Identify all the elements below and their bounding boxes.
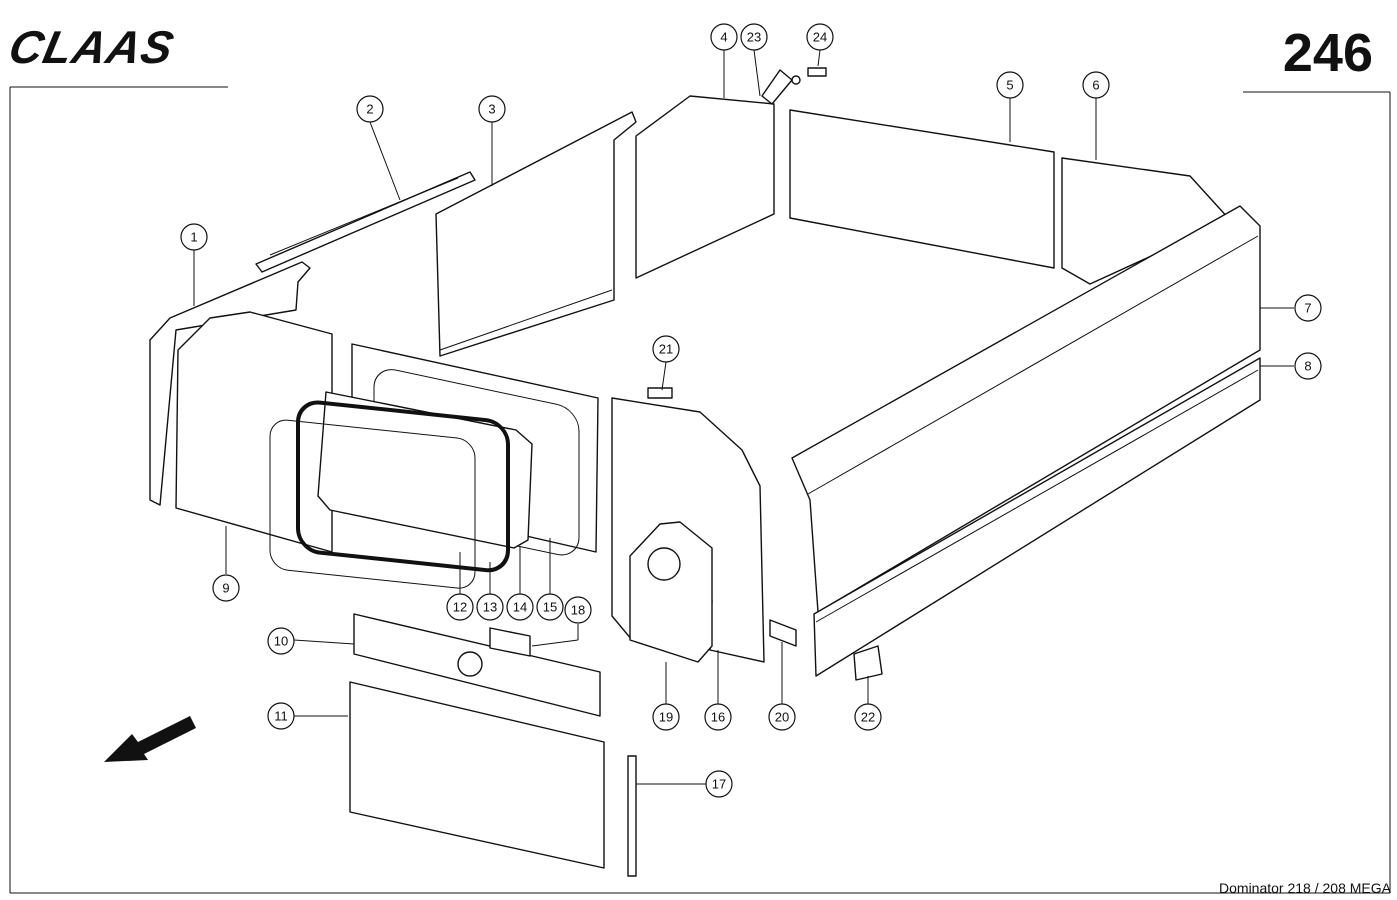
part-12-glass bbox=[269, 419, 476, 589]
part-7-fold bbox=[807, 235, 1259, 495]
svg-text:12: 12 bbox=[453, 600, 467, 615]
callout-7: 7 bbox=[1294, 294, 1322, 322]
part-3-panel bbox=[435, 111, 637, 357]
callout-24: 24 bbox=[806, 23, 834, 51]
svg-text:17: 17 bbox=[712, 777, 726, 792]
callout-19: 19 bbox=[652, 703, 680, 731]
callout-5: 5 bbox=[996, 71, 1024, 99]
part-24-washer bbox=[791, 75, 801, 85]
svg-text:18: 18 bbox=[571, 603, 585, 618]
svg-text:1: 1 bbox=[190, 230, 197, 245]
callout-18: 18 bbox=[564, 596, 592, 624]
callout-10: 10 bbox=[267, 627, 295, 655]
callout-3: 3 bbox=[478, 95, 506, 123]
svg-text:19: 19 bbox=[659, 710, 673, 725]
svg-text:16: 16 bbox=[711, 710, 725, 725]
callout-1: 1 bbox=[180, 223, 208, 251]
svg-text:9: 9 bbox=[222, 581, 229, 596]
leader-lines bbox=[193, 49, 1294, 785]
callout-17: 17 bbox=[705, 770, 733, 798]
part-20-bracket bbox=[769, 619, 797, 647]
callout-15: 15 bbox=[536, 593, 564, 621]
direction-arrow-icon bbox=[104, 716, 196, 762]
part-11-panel bbox=[349, 681, 605, 869]
svg-text:15: 15 bbox=[543, 600, 557, 615]
part-24-bolt bbox=[807, 67, 827, 77]
part-9-panel bbox=[175, 311, 333, 553]
callout-8: 8 bbox=[1294, 352, 1322, 380]
part-18-plate bbox=[489, 627, 531, 657]
svg-text:2: 2 bbox=[366, 102, 373, 117]
part-22-label bbox=[853, 645, 883, 681]
callout-9: 9 bbox=[212, 574, 240, 602]
svg-text:3: 3 bbox=[488, 102, 495, 117]
part-19-hole bbox=[647, 547, 681, 581]
part-23-hinge bbox=[761, 69, 793, 105]
svg-text:6: 6 bbox=[1092, 78, 1099, 93]
part-14-glass bbox=[317, 391, 533, 549]
callout-16: 16 bbox=[704, 703, 732, 731]
part-13-seal bbox=[296, 400, 510, 573]
model-label: Dominator 218 / 208 MEGA bbox=[1219, 880, 1391, 896]
part-21-cap bbox=[647, 387, 673, 399]
svg-text:21: 21 bbox=[659, 342, 673, 357]
callout-20: 20 bbox=[768, 703, 796, 731]
svg-text:20: 20 bbox=[775, 710, 789, 725]
svg-text:8: 8 bbox=[1304, 359, 1311, 374]
callout-11: 11 bbox=[267, 702, 295, 730]
part-8-rail bbox=[813, 357, 1261, 677]
callout-2: 2 bbox=[356, 95, 384, 123]
callout-6: 6 bbox=[1082, 71, 1110, 99]
callout-12: 12 bbox=[446, 593, 474, 621]
svg-text:22: 22 bbox=[861, 710, 875, 725]
svg-text:5: 5 bbox=[1006, 78, 1013, 93]
callout-22: 22 bbox=[854, 703, 882, 731]
svg-text:4: 4 bbox=[720, 30, 727, 45]
part-17-strip bbox=[627, 755, 637, 877]
callout-13: 13 bbox=[476, 593, 504, 621]
part-19-plate bbox=[629, 521, 713, 663]
svg-text:23: 23 bbox=[747, 30, 761, 45]
part-2-edge bbox=[269, 177, 459, 256]
svg-text:11: 11 bbox=[274, 709, 288, 724]
part-10-clip bbox=[457, 651, 483, 677]
svg-text:24: 24 bbox=[813, 30, 827, 45]
part-5-panel bbox=[789, 109, 1055, 269]
svg-text:7: 7 bbox=[1304, 301, 1311, 316]
page-number: 246 bbox=[1282, 23, 1373, 83]
part-1-frame bbox=[149, 261, 311, 506]
svg-text:13: 13 bbox=[483, 600, 497, 615]
svg-text:14: 14 bbox=[513, 600, 527, 615]
part-3-edge bbox=[439, 289, 613, 351]
callout-23: 23 bbox=[740, 23, 768, 51]
part-8-edge bbox=[815, 369, 1259, 623]
part-7-side-panel bbox=[791, 205, 1261, 613]
callout-14: 14 bbox=[506, 593, 534, 621]
part-4-panel bbox=[635, 95, 775, 279]
callout-4: 4 bbox=[710, 23, 738, 51]
svg-text:10: 10 bbox=[274, 634, 288, 649]
callout-21: 21 bbox=[652, 335, 680, 363]
